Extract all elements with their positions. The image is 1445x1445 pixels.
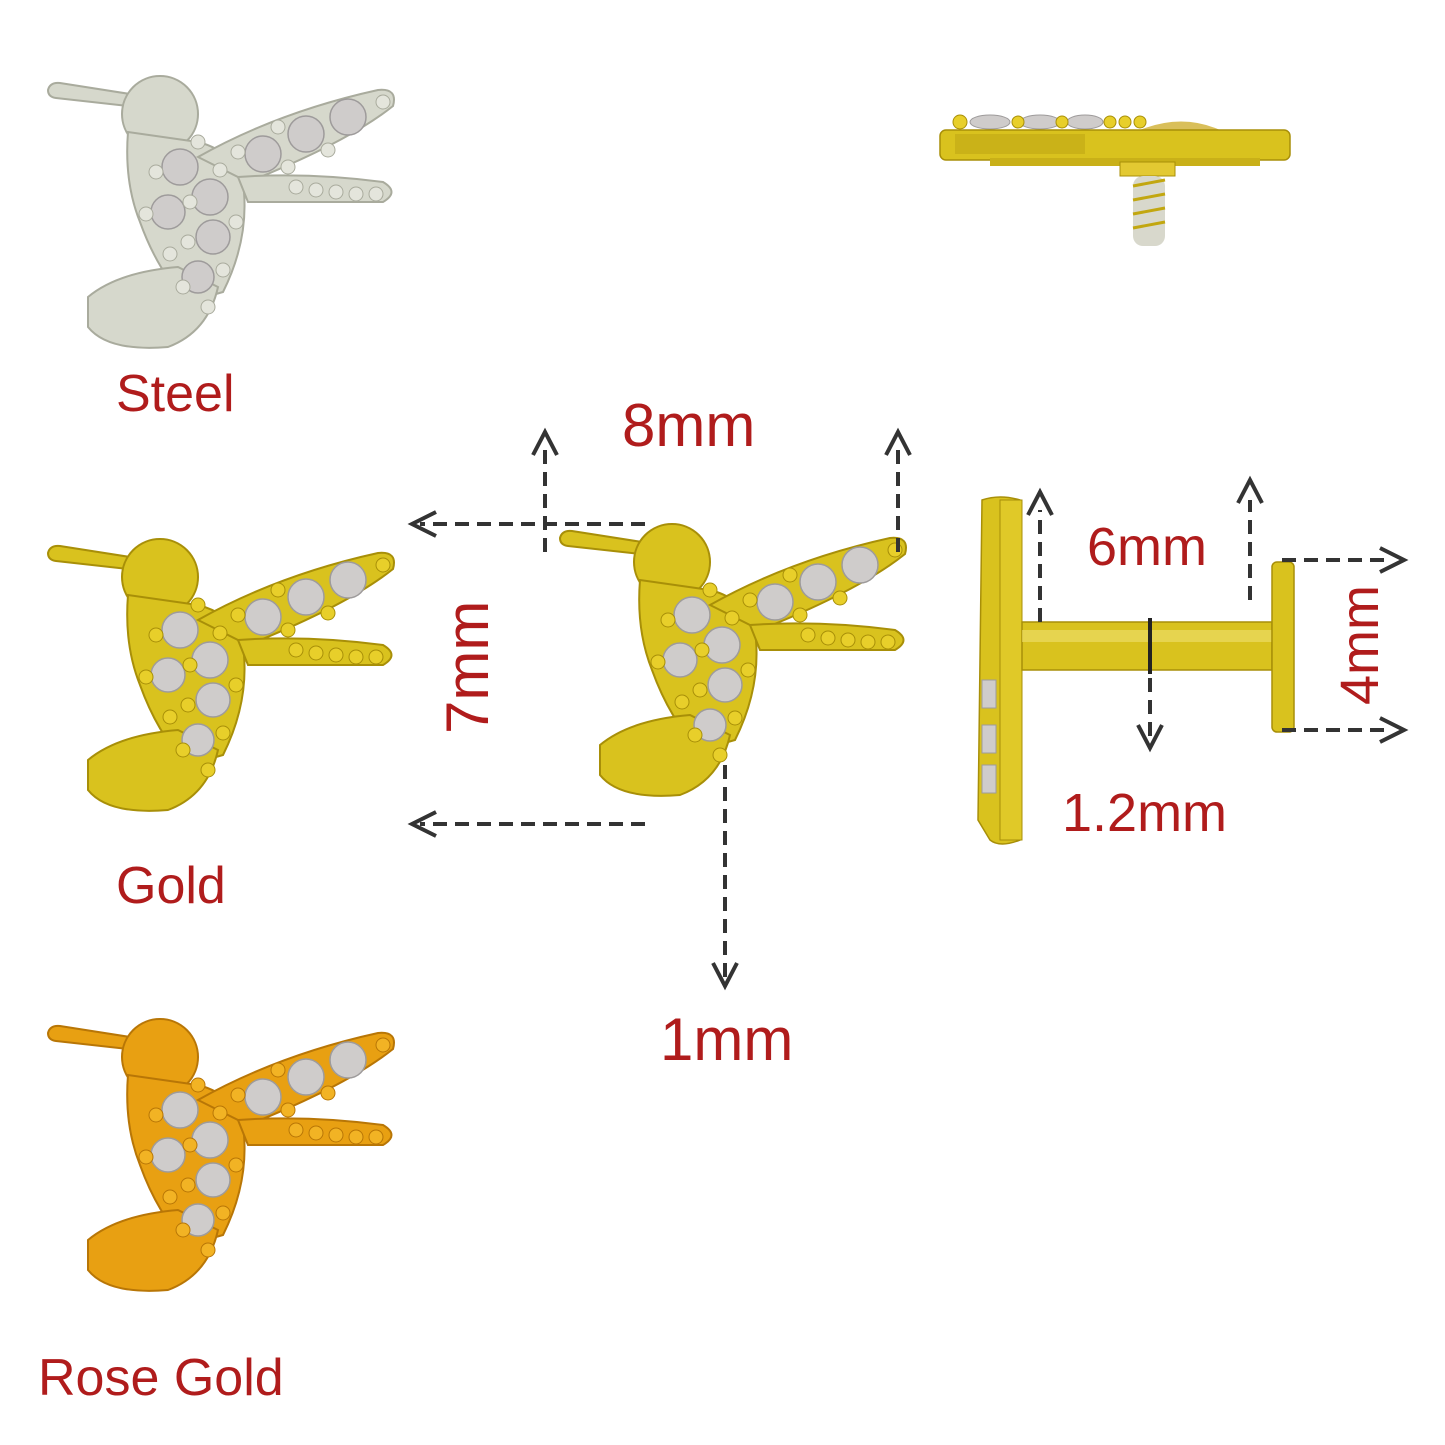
dimension-post-length-label: 6mm bbox=[1087, 517, 1207, 577]
hummingbird-gold-icon bbox=[47, 538, 395, 812]
hummingbird-front-icon bbox=[559, 523, 907, 797]
variant-rose-gold bbox=[47, 1015, 398, 1305]
variant-label-steel: Steel bbox=[116, 365, 235, 423]
dimension-disc-diameter-label: 4mm bbox=[1330, 585, 1390, 705]
side-view bbox=[970, 490, 1295, 850]
hummingbird-rose-gold-icon bbox=[47, 1018, 395, 1292]
dimension-height-label: 7mm bbox=[434, 600, 501, 734]
top-profile-view bbox=[930, 100, 1291, 250]
dimension-thickness-label: 1mm bbox=[660, 1006, 794, 1073]
variant-gold bbox=[47, 535, 398, 825]
variant-label-rose-gold: Rose Gold bbox=[38, 1349, 284, 1407]
dimension-width-label: 8mm bbox=[622, 392, 756, 459]
variant-steel bbox=[47, 72, 398, 362]
front-view bbox=[559, 520, 910, 810]
side-post-icon bbox=[977, 496, 1295, 845]
hummingbird-steel-icon bbox=[47, 75, 395, 349]
variant-label-gold: Gold bbox=[116, 857, 226, 915]
dimension-post-diameter-label: 1.2mm bbox=[1062, 783, 1228, 843]
profile-with-screw-icon bbox=[939, 114, 1291, 246]
